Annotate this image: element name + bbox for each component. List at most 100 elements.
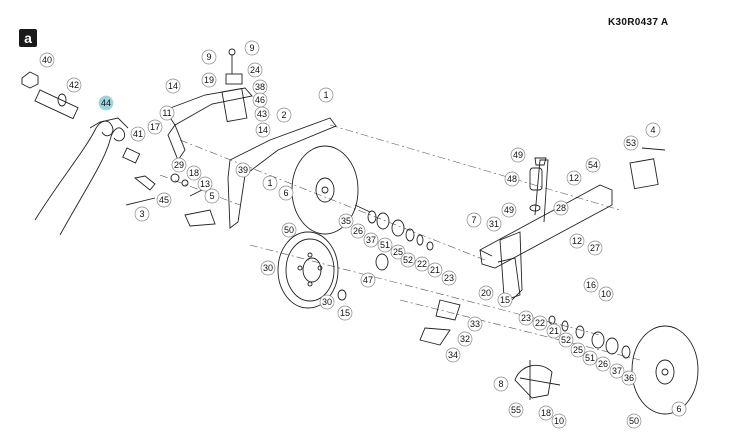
callout-circle: [532, 315, 548, 331]
callout-label: 12: [572, 236, 582, 246]
callout-label: 30: [322, 297, 332, 307]
callout-circle: [441, 270, 457, 286]
callout-15: 15: [497, 292, 513, 308]
callout-label: 34: [448, 350, 458, 360]
callout-48: 48: [504, 171, 520, 187]
callout-54: 54: [585, 157, 601, 173]
callout-label: 49: [504, 205, 514, 215]
callout-label: 5: [209, 191, 214, 201]
callout-circle: [467, 316, 483, 332]
callout-label: 13: [200, 179, 210, 189]
callout-label: 20: [481, 288, 491, 298]
callout-52: 52: [558, 332, 574, 348]
callout-label: 52: [403, 255, 413, 265]
callout-label: 55: [511, 405, 521, 415]
callout-label: 24: [250, 65, 260, 75]
callout-circle: [156, 192, 172, 208]
callout-label: 10: [601, 289, 611, 299]
callout-11: 11: [159, 105, 175, 121]
callout-label: 15: [340, 308, 350, 318]
callout-circle: [363, 232, 379, 248]
callout-label: 27: [590, 243, 600, 253]
callout-circle: [244, 40, 260, 56]
callout-51: 51: [377, 237, 393, 253]
callout-17: 17: [147, 119, 163, 135]
callout-50: 50: [281, 222, 297, 238]
callout-label: 29: [174, 160, 184, 170]
callout-circle: [171, 157, 187, 173]
callout-circle: [598, 286, 614, 302]
callout-label: 23: [521, 313, 531, 323]
callout-52: 52: [400, 252, 416, 268]
callout-50: 50: [626, 413, 642, 429]
tine-bolt: [21, 71, 79, 120]
callout-circle: [508, 402, 524, 418]
callout-12: 12: [569, 233, 585, 249]
callout-circle: [585, 157, 601, 173]
callout-circle: [570, 342, 586, 358]
callout-circle: [518, 310, 534, 326]
callout-label: 21: [430, 265, 440, 275]
callout-circle: [546, 323, 562, 339]
callout-circle: [130, 126, 146, 142]
callout-20: 20: [478, 285, 494, 301]
callout-label: 52: [561, 335, 571, 345]
callout-label: 23: [444, 273, 454, 283]
callout-45: 45: [156, 192, 172, 208]
callout-circle: [134, 206, 150, 222]
callout-44: 44: [98, 95, 114, 111]
upper-arm: [164, 48, 253, 161]
callout-40: 40: [39, 52, 55, 68]
callout-label: 18: [541, 408, 551, 418]
callout-label: 33: [470, 319, 480, 329]
callout-label: 32: [460, 334, 470, 344]
callout-label: 9: [206, 52, 211, 62]
callout-circle: [201, 72, 217, 88]
callout-label: 31: [489, 219, 499, 229]
callout-circle: [159, 105, 175, 121]
callout-label: 51: [380, 240, 390, 250]
callout-circle: [445, 347, 461, 363]
callout-circle: [504, 171, 520, 187]
callout-53: 53: [623, 135, 639, 151]
callout-circle: [337, 305, 353, 321]
callout-label: 47: [363, 275, 373, 285]
callout-10: 10: [598, 286, 614, 302]
callout-circle: [609, 363, 625, 379]
callout-37: 37: [363, 232, 379, 248]
callout-circle: [645, 122, 661, 138]
callout-49: 49: [510, 147, 526, 163]
callout-22: 22: [414, 256, 430, 272]
panel-letter: a: [19, 29, 37, 47]
callout-label: 50: [629, 416, 639, 426]
callout-43: 43: [254, 106, 270, 122]
callout-2: 2: [276, 107, 292, 123]
callout-12: 12: [566, 170, 582, 186]
callout-label: 42: [69, 80, 79, 90]
callout-label: 35: [341, 216, 351, 226]
tine-hardware: [122, 147, 207, 206]
callout-label: 1: [323, 90, 328, 100]
part-drawings: [21, 48, 699, 415]
callout-circle: [623, 135, 639, 151]
callout-3: 3: [134, 206, 150, 222]
callout-circle: [587, 240, 603, 256]
callout-circle: [457, 331, 473, 347]
callout-circle: [493, 376, 509, 392]
callout-circle: [400, 252, 416, 268]
coulter-disc-right: [631, 325, 699, 415]
callout-circle: [278, 185, 294, 201]
callout-label: 48: [507, 174, 517, 184]
callout-15: 15: [337, 305, 353, 321]
main-frame: [479, 147, 666, 301]
callout-16: 16: [583, 277, 599, 293]
callout-label: 7: [471, 215, 476, 225]
callout-circle: [377, 237, 393, 253]
callout-4: 4: [645, 122, 661, 138]
callout-label: 36: [624, 373, 634, 383]
callout-label: 3: [139, 209, 144, 219]
callout-circle: [247, 62, 263, 78]
callout-1: 1: [262, 175, 278, 191]
callout-layer: 4042444145314111729181359919243846431421…: [39, 40, 687, 429]
